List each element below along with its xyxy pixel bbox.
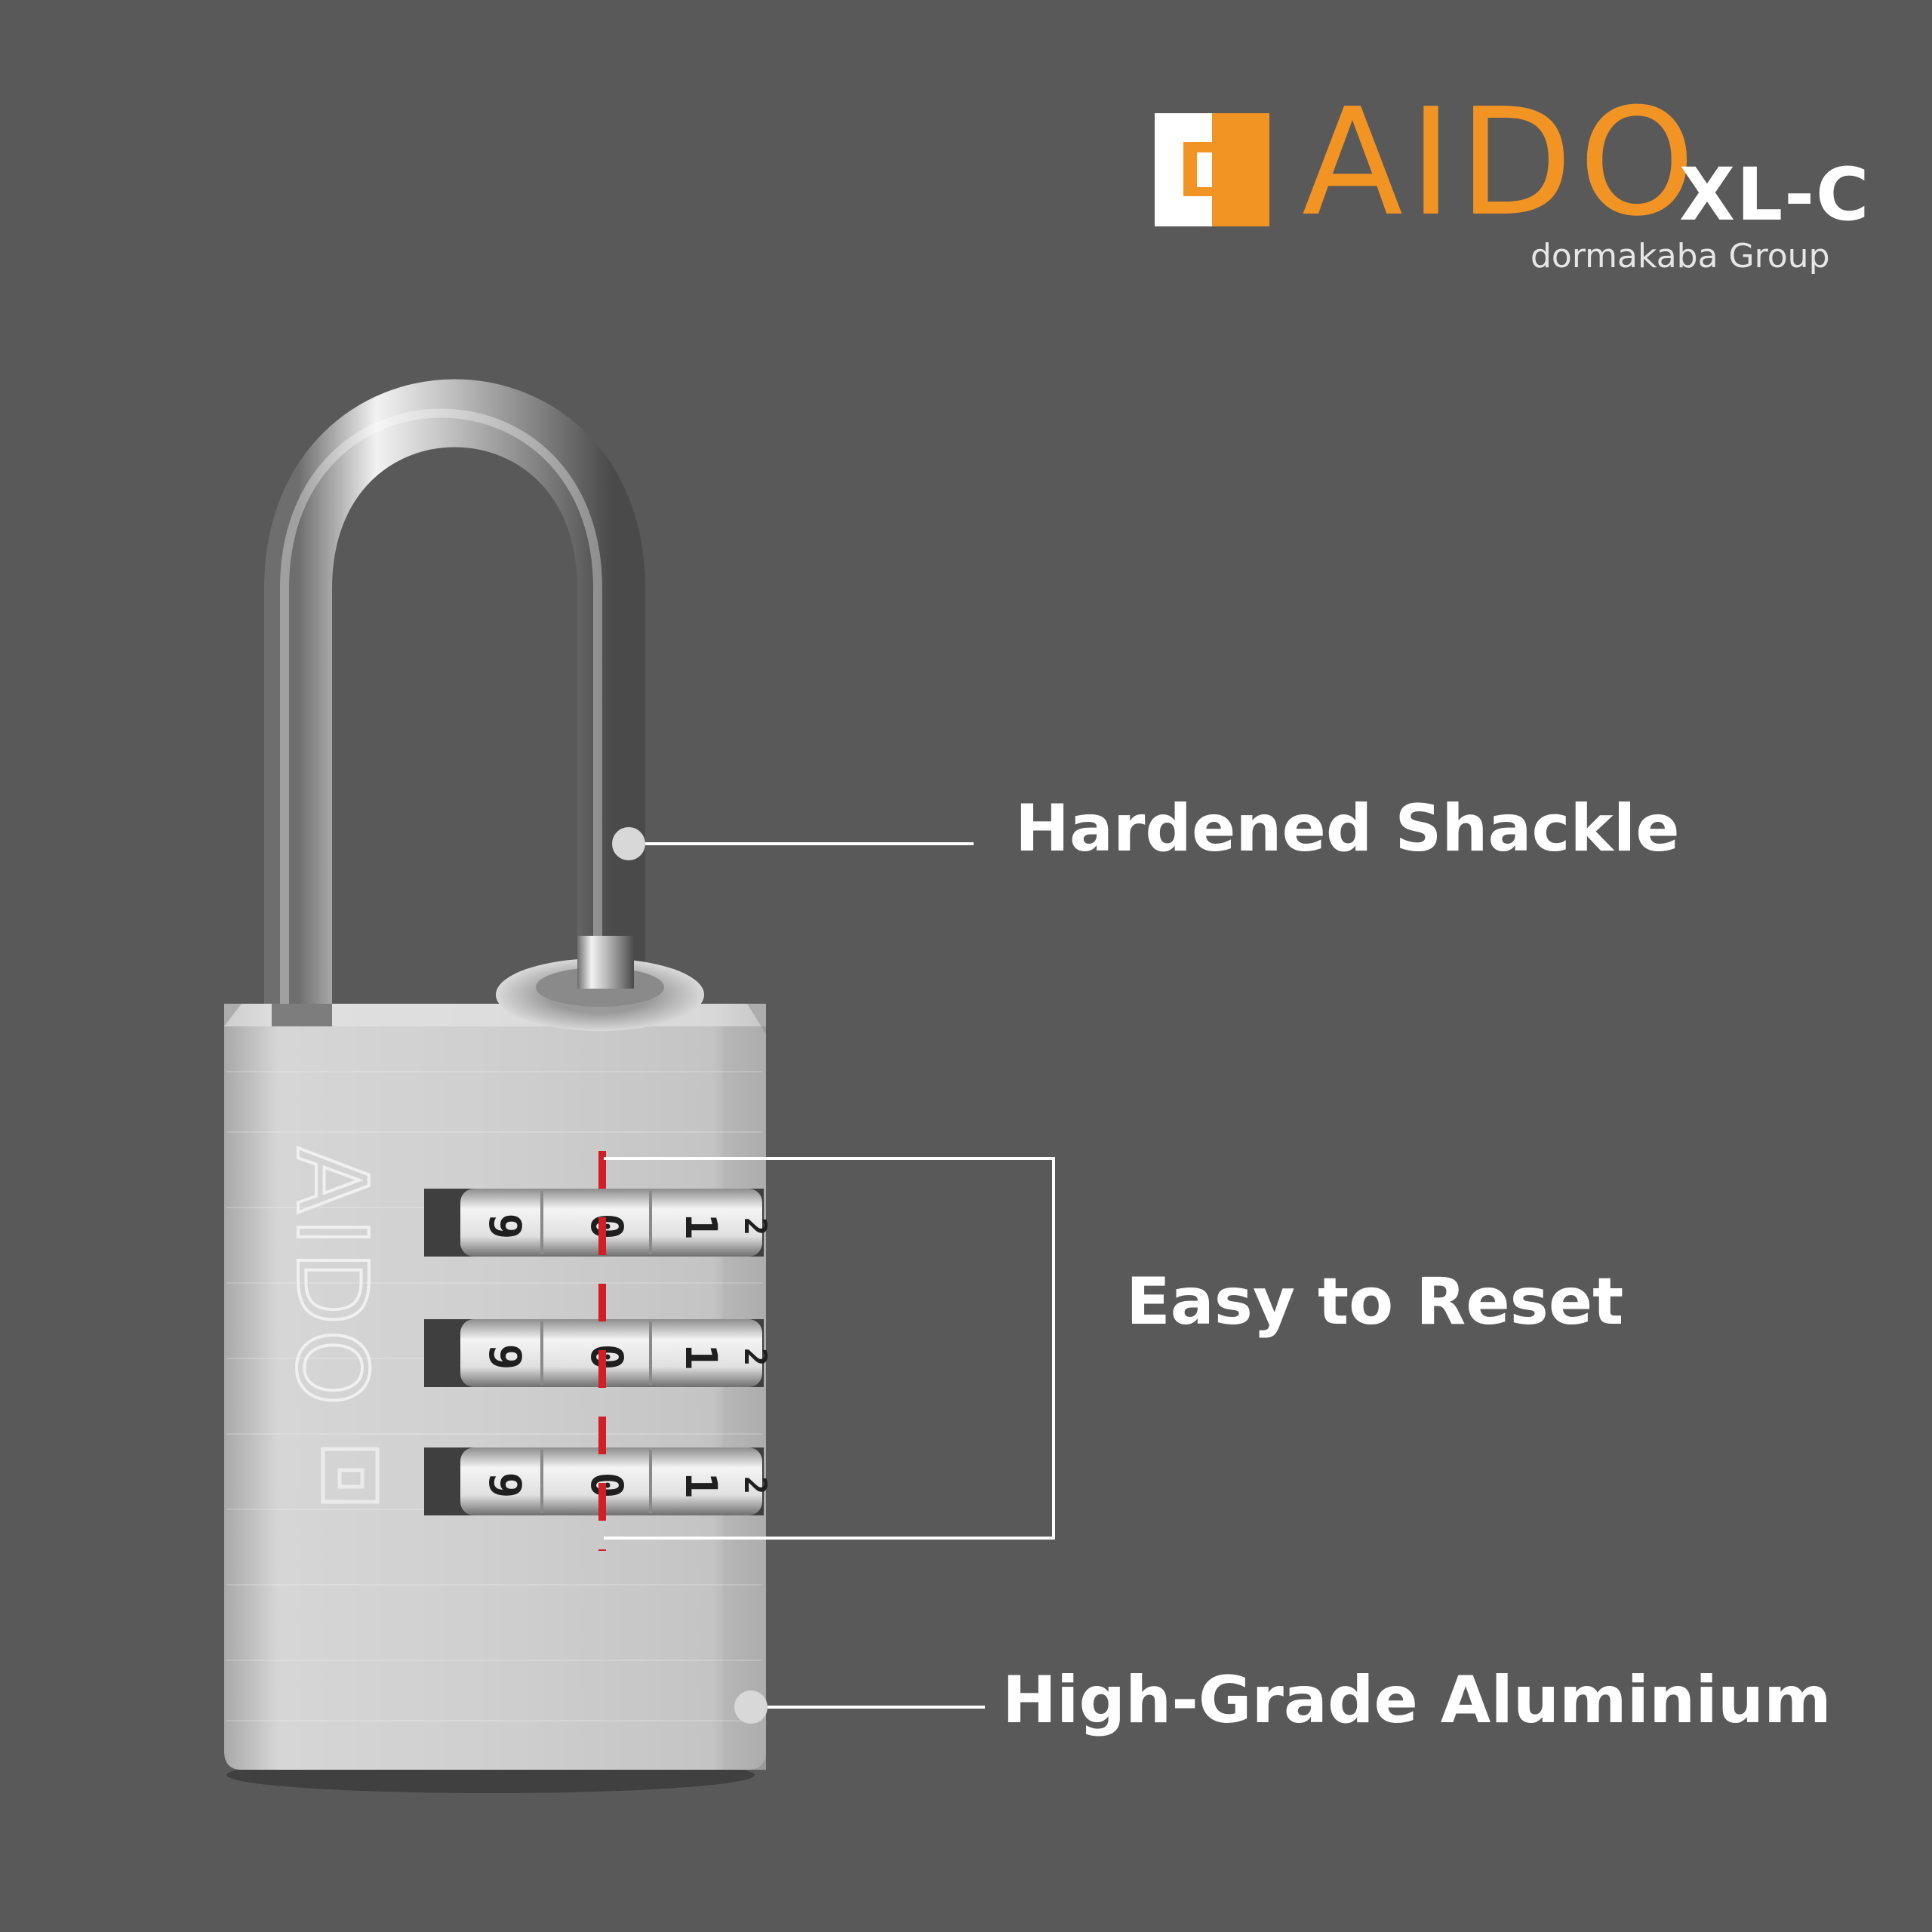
callout-shackle	[612, 827, 974, 860]
dial-1-digit-9: 9	[479, 1214, 531, 1240]
dial-row-1	[424, 1189, 764, 1257]
dial-2-digit-1: 1	[675, 1344, 727, 1371]
dial-3-digit-0: 0	[581, 1472, 632, 1499]
shackle	[264, 379, 645, 1026]
engraved-wordmark: AIDO	[275, 1147, 387, 1411]
brand-wordmark: AIDO	[1302, 77, 1702, 249]
engraved-logo	[321, 1447, 380, 1504]
dial-row-2	[424, 1319, 764, 1387]
brand-group-tagline: dormakaba Group	[1531, 237, 1830, 275]
dial-2-digit-0: 0	[581, 1344, 632, 1371]
dial-3-digit-1: 1	[675, 1472, 727, 1499]
dial-1-digit-1: 1	[675, 1214, 727, 1240]
dial-1-digit-0: 0	[581, 1214, 632, 1240]
dial-1-digit-2: 2	[737, 1217, 772, 1235]
feature-easy-to-reset: Easy to Reset	[1126, 1264, 1624, 1340]
dial-3-digit-2: 2	[737, 1476, 772, 1494]
model-name: XL-C	[1679, 152, 1871, 237]
callout-aluminium	[734, 1690, 985, 1724]
dial-2-digit-9: 9	[479, 1344, 531, 1371]
dial-row-3	[424, 1447, 764, 1515]
feature-hardened-shackle: Hardened Shackle	[1015, 791, 1680, 866]
callout-reset	[604, 1157, 1055, 1540]
dial-3-digit-9: 9	[479, 1472, 531, 1499]
aido-square-logo-icon	[1155, 113, 1269, 226]
feature-high-grade-aluminium: High-Grade Aluminium	[1002, 1663, 1832, 1738]
dial-2-digit-2: 2	[737, 1348, 772, 1366]
